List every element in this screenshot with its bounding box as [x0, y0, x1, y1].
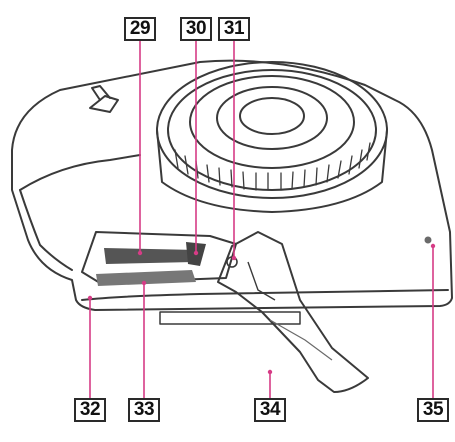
strap-lug-side — [91, 85, 111, 101]
lens-knurl-ring — [167, 69, 377, 191]
callout-29: 29 — [124, 17, 156, 41]
bottom-plate-line — [81, 289, 449, 301]
callout-33: 33 — [128, 398, 160, 422]
compartment-fill — [96, 236, 432, 361]
callout-34: 34 — [254, 398, 286, 422]
lens-knurling — [174, 142, 371, 191]
bottom-recess — [159, 311, 301, 325]
leader-dots — [87, 243, 436, 375]
lens-center — [239, 97, 305, 135]
callout-35: 35 — [417, 398, 449, 422]
top-shoulder-line — [19, 154, 141, 191]
camera-body-outline — [11, 59, 453, 311]
lens-element — [216, 86, 328, 150]
grip-detail — [19, 189, 73, 271]
callout-32: 32 — [74, 398, 106, 422]
callout-30: 30 — [180, 17, 212, 41]
compartment-lid — [217, 231, 369, 393]
lens-inner-ring — [189, 75, 355, 169]
strap-lug — [89, 95, 119, 113]
callout-31: 31 — [218, 17, 250, 41]
lens-barrel-side — [156, 129, 388, 213]
leader-lines — [89, 40, 434, 398]
